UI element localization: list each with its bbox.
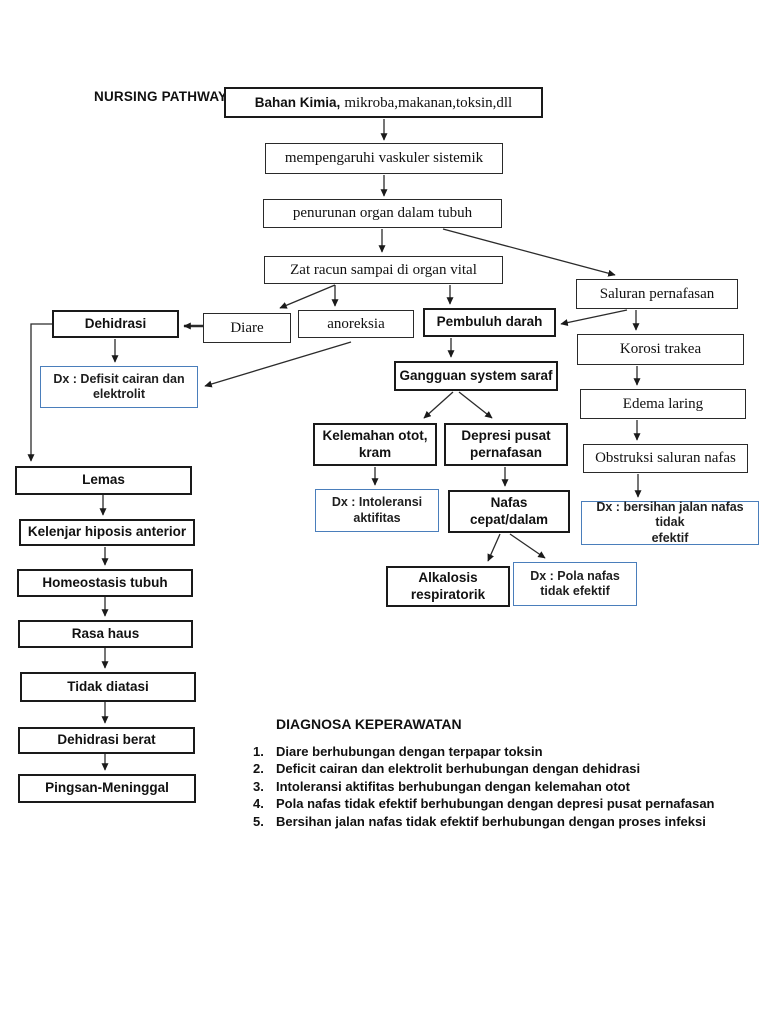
node-homeostasis-tubuh: Homeostasis tubuh <box>17 569 193 597</box>
node-line: Dx : Pola nafas <box>530 568 620 583</box>
node-zat-racun: Zat racun sampai di organ vital <box>264 256 503 284</box>
node-kelemahan-otot: Kelemahan otot, kram <box>313 423 437 466</box>
node-pingsan-meninggal: Pingsan-Meninggal <box>18 774 196 803</box>
node-saluran-pernafasan: Saluran pernafasan <box>576 279 738 309</box>
node-kelenjar-hiposis: Kelenjar hiposis anterior <box>19 519 195 546</box>
node-line: respiratorik <box>410 586 486 602</box>
node-depresi-pusat: Depresi pusat pernafasan <box>444 423 568 466</box>
node-dx-bersihan-jalan-nafas: Dx : bersihan jalan nafas tidak efektif <box>581 500 759 545</box>
node-line: cepat/dalam <box>469 511 549 527</box>
node-pembuluh-darah: Pembuluh darah <box>423 308 556 337</box>
diagnosis-heading: DIAGNOSA KEPERAWATAN <box>276 716 462 732</box>
diagnosis-item: 2. Deficit cairan dan elektrolit berhubu… <box>253 760 725 777</box>
node-line: Alkalosis <box>418 570 478 586</box>
node-diare: Diare <box>203 313 291 343</box>
node-bahan-kimia-serif-text: mikroba,makanan,toksin,dll <box>344 94 513 111</box>
diagnosis-item-number: 2. <box>253 761 264 777</box>
node-line: Kelemahan otot, <box>322 428 428 444</box>
node-dx-intoleransi: Dx : Intoleransi aktifitas <box>315 489 439 532</box>
diagnosis-item-number: 5. <box>253 813 264 829</box>
node-bahan-kimia: Bahan Kimia,mikroba,makanan,toksin,dll <box>224 87 543 118</box>
node-dx-pola-nafas: Dx : Pola nafas tidak efektif <box>513 562 637 606</box>
node-bahan-kimia-bold-text: Bahan Kimia, <box>254 94 341 110</box>
node-line: efektif <box>651 530 689 545</box>
node-dx-defisit-cairan: Dx : Defisit cairan dan elektrolit <box>40 366 198 408</box>
node-line: Dx : Intoleransi <box>331 495 423 510</box>
arrow-zatracun-to-diare <box>279 284 336 309</box>
node-nafas-cepat-dalam: Nafas cepat/dalam <box>448 490 570 533</box>
arrow-anoreksia-to-dxdefisit <box>204 341 352 388</box>
node-korosi-trakea: Korosi trakea <box>577 334 744 365</box>
diagnosis-item: 3. Intoleransi aktifitas berhubungan den… <box>253 778 725 795</box>
diagnosis-item: 1. Diare berhubungan dengan terpapar tok… <box>253 743 725 760</box>
arrow-penurunan-to-saluran <box>442 228 616 277</box>
node-penurunan-organ: penurunan organ dalam tubuh <box>263 199 502 228</box>
diagnosis-list: 1. Diare berhubungan dengan terpapar tok… <box>253 743 725 830</box>
node-line: Depresi pusat <box>461 428 551 444</box>
node-line: elektrolit <box>92 387 146 401</box>
arrow-dehidrasi-to-lemas <box>27 323 52 462</box>
diagnosis-item-text: Deficit cairan dan elektrolit berhubunga… <box>276 761 641 777</box>
arrow-saluran-to-pembuluh <box>560 309 628 327</box>
arrow-nafas-to-alkalosis <box>487 533 501 562</box>
node-lemas: Lemas <box>15 466 192 495</box>
diagnosis-item-text: Pola nafas tidak efektif berhubungan den… <box>276 796 715 812</box>
node-alkalosis-respiratorik: Alkalosis respiratorik <box>386 566 510 607</box>
arrow-gangguan-to-depresi <box>458 391 493 419</box>
node-line: Nafas <box>490 495 528 511</box>
node-dehidrasi: Dehidrasi <box>52 310 179 338</box>
diagnosis-item-text: Intoleransi aktifitas berhubungan dengan… <box>276 778 630 794</box>
arrow-nafas-to-dxpola <box>509 533 546 559</box>
node-dehidrasi-berat: Dehidrasi berat <box>18 727 195 754</box>
diagnosis-item-number: 1. <box>253 744 264 759</box>
node-anoreksia: anoreksia <box>298 310 414 338</box>
page-title: NURSING PATHWAY <box>94 89 228 104</box>
node-mempengaruhi-vaskuler: mempengaruhi vaskuler sistemik <box>265 143 503 174</box>
arrow-gangguan-to-kelemahan <box>423 391 454 419</box>
diagnosis-item-text: Diare berhubungan dengan terpapar toksin <box>276 744 543 759</box>
node-line: tidak efektif <box>540 584 610 598</box>
node-line: kram <box>358 444 392 460</box>
diagnosis-item: 4. Pola nafas tidak efektif berhubungan … <box>253 795 725 812</box>
node-line: aktifitas <box>353 510 401 525</box>
node-rasa-haus: Rasa haus <box>18 620 193 648</box>
node-line: Dx : Defisit cairan dan <box>53 371 185 386</box>
node-line: pernafasan <box>469 444 543 460</box>
node-obstruksi-saluran-nafas: Obstruksi saluran nafas <box>583 444 748 473</box>
node-edema-laring: Edema laring <box>580 389 746 419</box>
node-line: Dx : bersihan jalan nafas tidak <box>596 500 744 530</box>
diagnosis-item-number: 4. <box>253 796 264 812</box>
node-tidak-diatasi: Tidak diatasi <box>20 672 196 702</box>
diagnosis-item-text: Bersihan jalan nafas tidak efektif berhu… <box>276 813 706 829</box>
diagnosis-item: 5. Bersihan jalan nafas tidak efektif be… <box>253 813 725 830</box>
node-gangguan-saraf: Gangguan system saraf <box>394 361 558 391</box>
diagnosis-item-number: 3. <box>253 778 264 794</box>
